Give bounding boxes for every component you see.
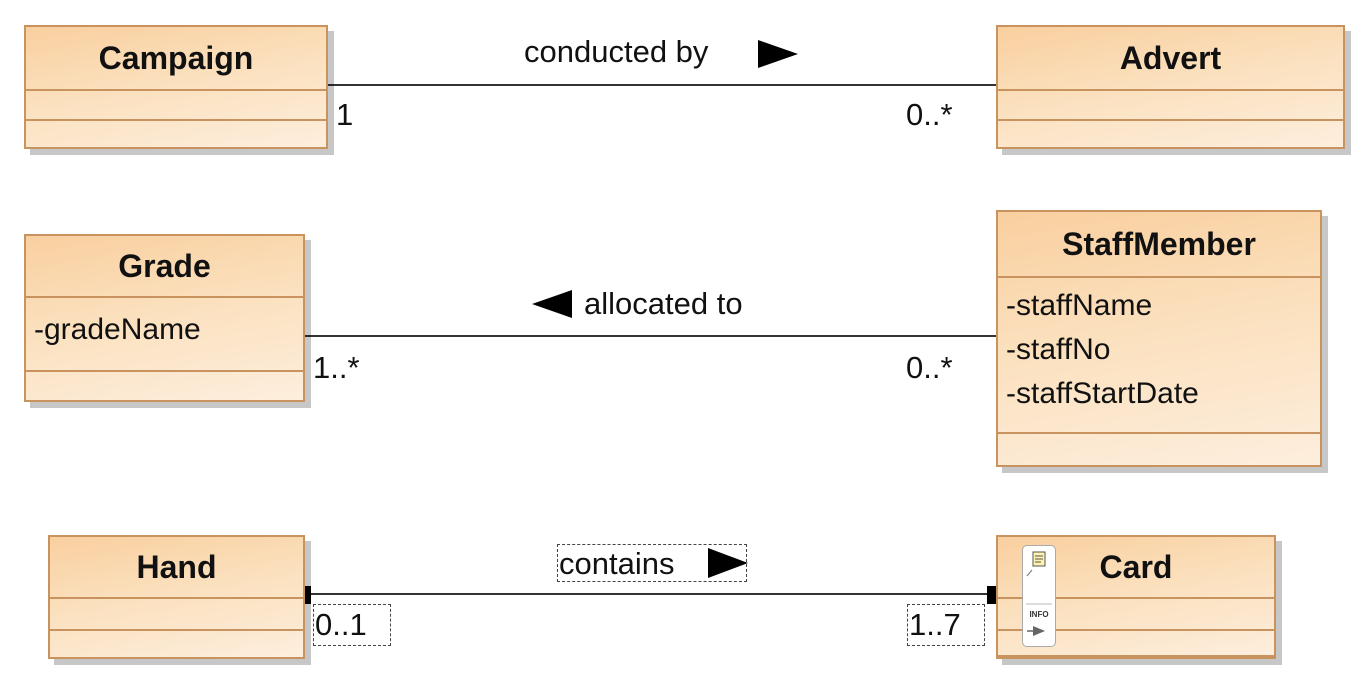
operation-compartment <box>998 631 1274 657</box>
multiplicity-staffmember[interactable]: 0..* <box>906 350 953 385</box>
multiplicity-grade[interactable]: 1..* <box>313 350 360 385</box>
arrow-left-icon <box>532 290 572 318</box>
class-name: Campaign <box>26 27 326 91</box>
operation-compartment <box>26 121 326 147</box>
association-label-box-contains[interactable]: contains <box>557 544 747 582</box>
class-hand[interactable]: Hand <box>48 535 305 659</box>
operation-compartment <box>50 631 303 657</box>
attribute-compartment <box>998 599 1274 631</box>
class-name: Grade <box>26 236 303 298</box>
attribute: -staffStartDate <box>1006 377 1199 410</box>
info-label: INFO <box>1029 610 1049 619</box>
attribute-compartment <box>26 91 326 121</box>
attribute-compartment: -gradeName <box>26 298 303 372</box>
class-staffmember[interactable]: StaffMember -staffName -staffNo -staffSt… <box>996 210 1322 467</box>
note-info-icon[interactable]: INFO <box>1022 545 1056 647</box>
operation-compartment <box>998 121 1343 147</box>
operation-compartment <box>998 434 1320 465</box>
class-name: StaffMember <box>998 212 1320 278</box>
attribute-compartment <box>50 599 303 631</box>
multiplicity-text: 0..1 <box>315 607 367 642</box>
class-card[interactable]: Card INFO <box>996 535 1276 659</box>
attribute: -staffName <box>1006 289 1153 322</box>
class-grade[interactable]: Grade -gradeName <box>24 234 305 402</box>
multiplicity-card[interactable]: 1..7 <box>907 604 985 646</box>
attribute: -gradeName <box>34 313 201 346</box>
association-label-allocated[interactable]: allocated to <box>584 286 743 321</box>
class-campaign[interactable]: Campaign <box>24 25 328 149</box>
arrow-right-icon <box>758 40 798 68</box>
operation-compartment <box>26 372 303 400</box>
class-name: Hand <box>50 537 303 599</box>
class-advert[interactable]: Advert <box>996 25 1345 149</box>
attribute-compartment <box>998 91 1343 121</box>
association-label-contains: contains <box>559 546 675 581</box>
arrow-right-icon <box>708 548 748 578</box>
multiplicity-hand[interactable]: 0..1 <box>313 604 391 646</box>
note-icon <box>1026 551 1052 636</box>
multiplicity-text: 1..7 <box>909 607 961 642</box>
multiplicity-advert[interactable]: 0..* <box>906 97 953 132</box>
attribute: -staffNo <box>1006 333 1111 366</box>
class-name: Advert <box>998 27 1343 91</box>
class-name: Card <box>998 537 1274 599</box>
association-label-conducted[interactable]: conducted by <box>524 34 709 69</box>
attribute-compartment: -staffName -staffNo -staffStartDate <box>998 278 1320 434</box>
multiplicity-campaign[interactable]: 1 <box>336 97 354 132</box>
